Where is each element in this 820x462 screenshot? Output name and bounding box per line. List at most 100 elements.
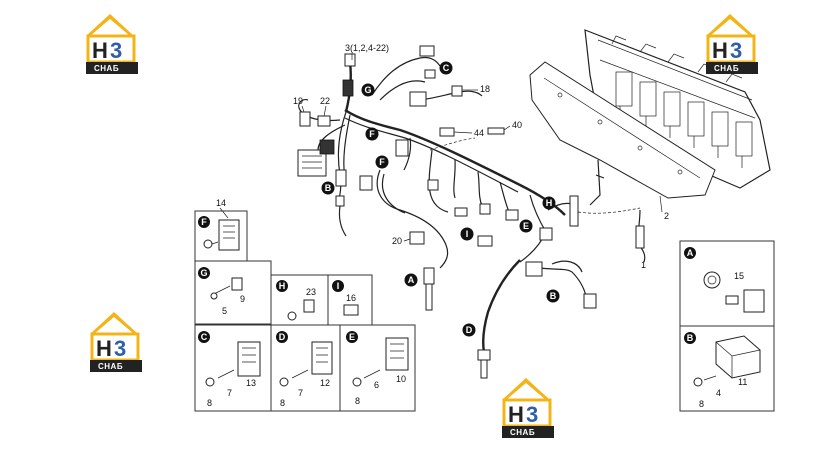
callout-9: 9: [240, 294, 245, 304]
logo-letter: H: [96, 336, 112, 361]
logo-subtitle: СНАБ: [714, 64, 739, 73]
clip-18: [451, 85, 463, 97]
detail-box-a: A 15: [679, 240, 775, 327]
seal-h: [287, 311, 297, 321]
connector-junction: [525, 261, 543, 277]
detail-i-badge: [332, 280, 344, 292]
detail-box-f: F 14: [194, 198, 248, 262]
callout-2: 2: [664, 211, 669, 221]
logo-digit: 3: [730, 38, 742, 63]
seal-e: [352, 377, 362, 387]
detail-e-letter: E: [349, 332, 355, 342]
main-connector-3: [344, 53, 356, 67]
marker-h-letter: H: [546, 198, 553, 208]
callout-3: 3(1,2,4-22): [345, 43, 389, 53]
connector-drop-1: [427, 179, 439, 191]
marker-g-harness: G: [361, 83, 375, 97]
callout-labels: 3(1,2,4-22) 18 19 22 44 40 2 1 20: [293, 43, 669, 270]
clip-20: [409, 231, 425, 245]
connector-12: [311, 341, 333, 375]
callout-18: 18: [480, 84, 490, 94]
connector-drop-2: [454, 207, 468, 217]
detail-d-letter: D: [279, 332, 286, 342]
marker-b-harness-left: B: [321, 181, 335, 195]
connector-16: [343, 304, 359, 316]
harness-bracket-plate: [529, 61, 716, 206]
marker-f-harness-2: F: [375, 155, 389, 169]
marker-i-letter: I: [466, 229, 469, 239]
marker-i-harness: I: [460, 227, 474, 241]
callout-8-d: 8: [280, 398, 285, 408]
detail-box-c: C 13 7 8: [194, 324, 272, 412]
callout-22: 22: [320, 96, 330, 106]
logo-digit: 3: [114, 336, 126, 361]
callout-40: 40: [512, 120, 522, 130]
watermark-logo-top-right: H 3 СНАБ: [704, 12, 760, 76]
detail-h-badge: [276, 280, 288, 292]
marker-g-badge: [361, 83, 375, 97]
connector-mid-2: [395, 139, 409, 157]
ecu-plug-clip: [319, 139, 335, 155]
callout-6: 6: [374, 380, 379, 390]
detail-f-badge: [198, 216, 210, 228]
callout-19: 19: [293, 96, 303, 106]
marker-c-top-letter: C: [443, 63, 450, 73]
detail-f-letter: F: [201, 217, 207, 227]
watermark-logo-top-left: H 3 СНАБ: [84, 12, 140, 76]
marker-b-left-badge: [321, 181, 335, 195]
connector-i-body: [477, 235, 493, 247]
detail-h-letter: H: [279, 281, 286, 291]
detail-b-badge: [684, 332, 696, 344]
sensor-b-right: [583, 293, 597, 309]
detail-box-b: B 11 4 8: [679, 325, 775, 412]
detail-box-g: G 9 5: [194, 260, 272, 325]
callout-23: 23: [306, 287, 316, 297]
detail-d-badge: [276, 331, 288, 343]
callout-20: 20: [392, 236, 402, 246]
callout-7-c: 7: [227, 388, 232, 398]
marker-f2-badge: [375, 155, 389, 169]
connector-a-plug: [743, 289, 765, 313]
detail-a-letter: A: [687, 248, 694, 258]
marker-b-right-letter: B: [550, 291, 557, 301]
marker-h-badge: [542, 196, 556, 210]
connector-13: [237, 341, 261, 377]
callout-8-e: 8: [355, 396, 360, 406]
logo-letter: H: [508, 402, 524, 427]
marker-d-harness: D: [462, 323, 476, 337]
callout-8-c: 8: [207, 398, 212, 408]
detail-g-letter: G: [200, 268, 207, 278]
callout-8-b: 8: [699, 399, 704, 409]
marker-f1-badge: [365, 127, 379, 141]
callout-12: 12: [320, 378, 330, 388]
connector-drop-3: [479, 203, 491, 215]
callout-13: 13: [246, 378, 256, 388]
marker-d-letter: D: [466, 325, 473, 335]
marker-c-top-badge: [439, 61, 453, 75]
harness-sleeve: [342, 79, 354, 97]
callout-14: 14: [216, 198, 226, 208]
seal-c: [205, 377, 215, 387]
detail-g-badge: [198, 267, 210, 279]
logo-letter: H: [712, 38, 728, 63]
marker-h-harness: H: [542, 196, 556, 210]
clip-40: [487, 127, 505, 135]
callout-15: 15: [734, 271, 744, 281]
part-1-clip: [635, 225, 645, 249]
connector-22: [317, 115, 331, 127]
callout-10: 10: [396, 374, 406, 384]
marker-b-harness-right: B: [546, 289, 560, 303]
sensor-a: [423, 267, 435, 285]
detail-i-letter: I: [337, 281, 340, 291]
connector-19: [299, 111, 311, 127]
detail-c-letter: C: [201, 332, 208, 342]
marker-b-left-letter: B: [325, 183, 332, 193]
connector-drop-4: [505, 209, 519, 221]
callout-5: 5: [222, 306, 227, 316]
logo-subtitle: СНАБ: [94, 64, 119, 73]
detail-box-e: E 10 6 8: [339, 324, 416, 412]
callout-44: 44: [474, 128, 484, 138]
marker-a-harness: A: [404, 273, 418, 287]
marker-f1-letter: F: [369, 129, 375, 139]
